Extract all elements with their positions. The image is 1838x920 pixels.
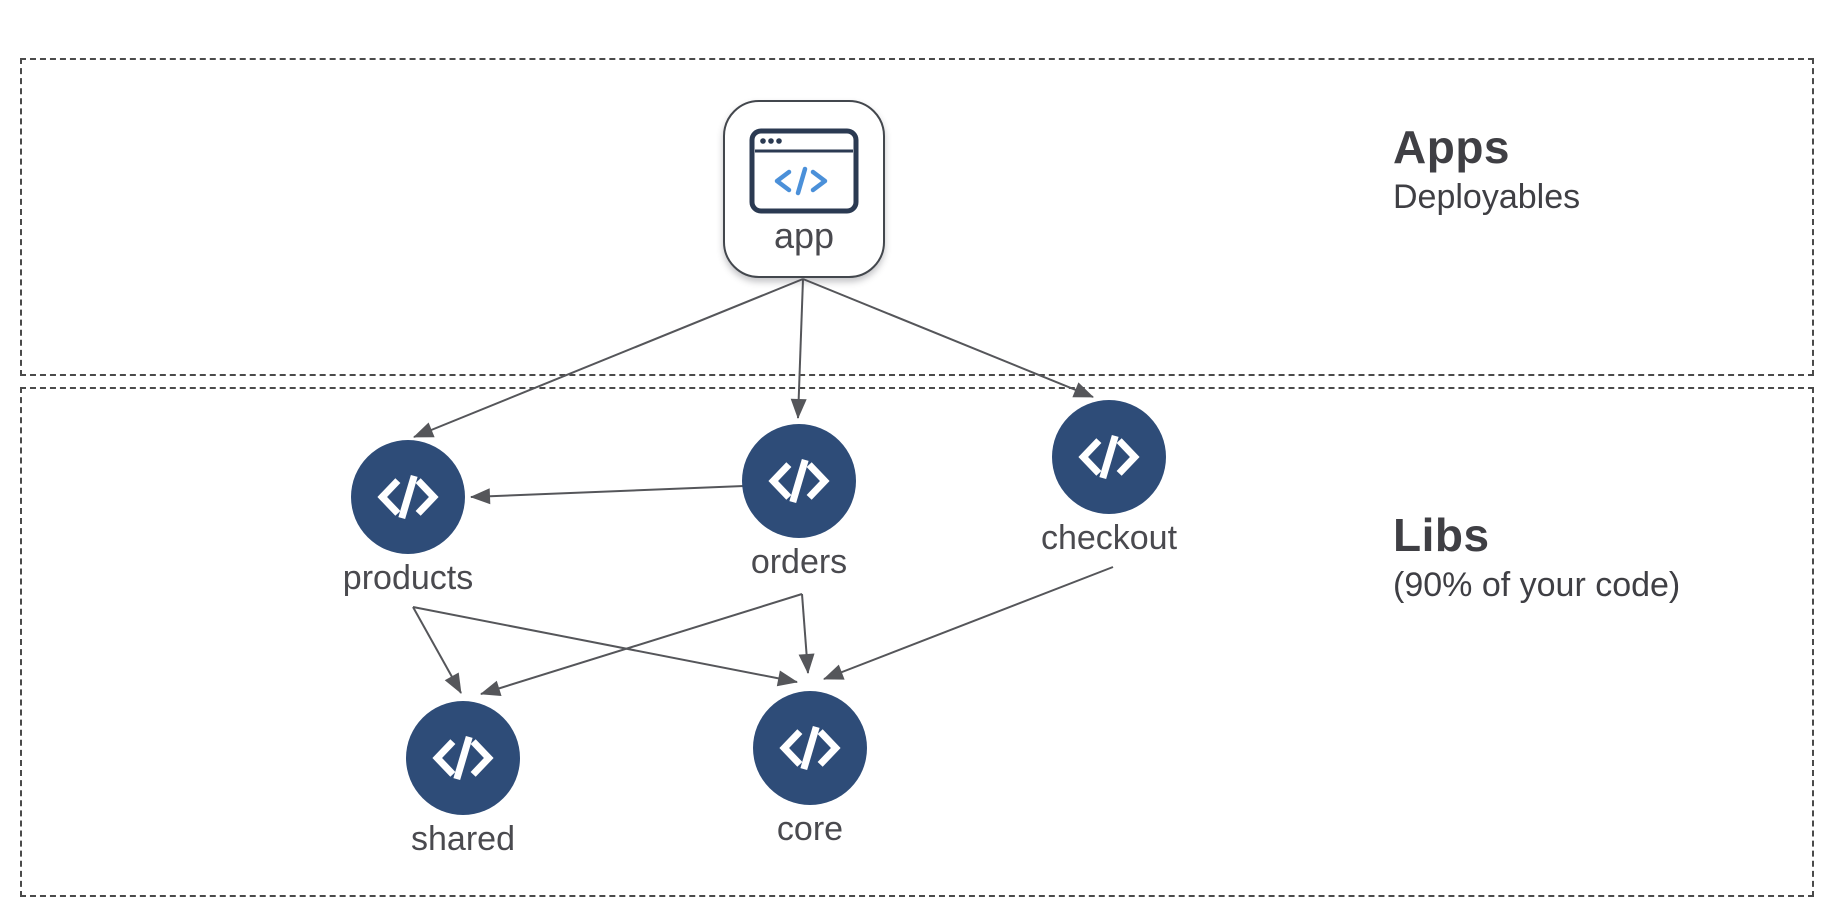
node-shared: shared — [406, 701, 520, 858]
node-app-label: app — [773, 215, 835, 256]
apps-region-box — [20, 58, 1814, 376]
node-orders: orders — [742, 424, 856, 581]
node-app: app — [723, 100, 885, 278]
shared-circle — [406, 701, 520, 815]
code-glyph-blue — [774, 166, 828, 196]
node-core: core — [753, 691, 867, 848]
code-icon — [779, 725, 841, 771]
core-circle — [753, 691, 867, 805]
apps-region-title: Apps — [1393, 121, 1510, 173]
code-icon — [432, 735, 494, 781]
code-icon — [768, 458, 830, 504]
browser-window-icon — [749, 128, 859, 214]
node-checkout-label: checkout — [1040, 519, 1178, 557]
apps-caption: Apps Deployables — [1393, 121, 1581, 217]
libs-region-subtitle: (90% of your code) — [1393, 565, 1681, 604]
node-core-label: core — [776, 810, 844, 848]
node-orders-label: orders — [750, 543, 848, 581]
products-circle — [351, 440, 465, 554]
libs-region-title: Libs — [1393, 509, 1490, 561]
node-products: products — [343, 440, 473, 597]
node-shared-label: shared — [411, 820, 515, 858]
orders-circle — [742, 424, 856, 538]
libs-region-box — [20, 387, 1814, 897]
code-icon — [377, 474, 439, 520]
checkout-circle — [1052, 400, 1166, 514]
node-checkout: checkout — [1041, 400, 1177, 557]
code-icon — [1078, 434, 1140, 480]
apps-region-subtitle: Deployables — [1393, 177, 1581, 216]
libs-caption: Libs (90% of your code) — [1393, 509, 1681, 605]
node-products-label: products — [342, 559, 474, 597]
